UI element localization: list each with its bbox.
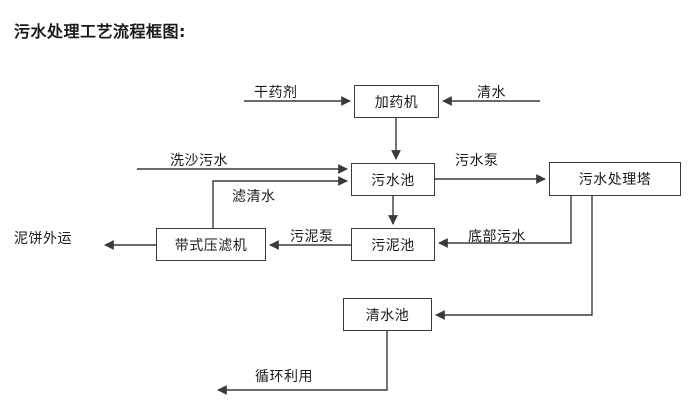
node-clear-water-pool[interactable]: 清水池 (343, 298, 432, 331)
label-recycle-reuse: 循环利用 (255, 369, 313, 385)
node-belt-filter-press[interactable]: 带式压滤机 (156, 228, 266, 261)
label-filtered-clear-water: 滤清水 (232, 189, 276, 205)
label-clean-water: 清水 (477, 85, 506, 101)
node-dosing-machine[interactable]: 加药机 (354, 85, 439, 118)
edge-filtered-water-to-wastewater-pool (212, 176, 348, 228)
label-dry-chemical: 干药剂 (254, 85, 298, 101)
node-label-dosing-machine: 加药机 (374, 94, 419, 111)
node-label-wastewater-pool: 污水池 (371, 172, 415, 189)
edge-tower-to-sludge-pool (438, 196, 572, 248)
label-bottom-sewage: 底部污水 (468, 229, 526, 245)
node-label-clear-water-pool: 清水池 (365, 307, 410, 324)
edge-clear-water-pool-to-recycle (217, 331, 388, 395)
label-sludge-pump: 污泥泵 (290, 229, 334, 245)
label-mud-cake-export: 泥饼外运 (14, 231, 72, 247)
page-title: 污水处理工艺流程框图: (14, 22, 186, 41)
node-label-belt-filter-press: 带式压滤机 (174, 237, 248, 254)
label-sand-wash-sewage: 洗沙污水 (170, 153, 228, 169)
node-treatment-tower[interactable]: 污水处理塔 (549, 162, 681, 196)
label-sewage-pump: 污水泵 (455, 153, 499, 169)
edge-tower-to-clear-water-pool (435, 196, 593, 320)
node-wastewater-pool[interactable]: 污水池 (351, 163, 435, 196)
node-label-sludge-pool: 污泥池 (371, 237, 415, 254)
node-label-treatment-tower: 污水处理塔 (578, 172, 652, 188)
node-sludge-pool[interactable]: 污泥池 (351, 228, 435, 261)
